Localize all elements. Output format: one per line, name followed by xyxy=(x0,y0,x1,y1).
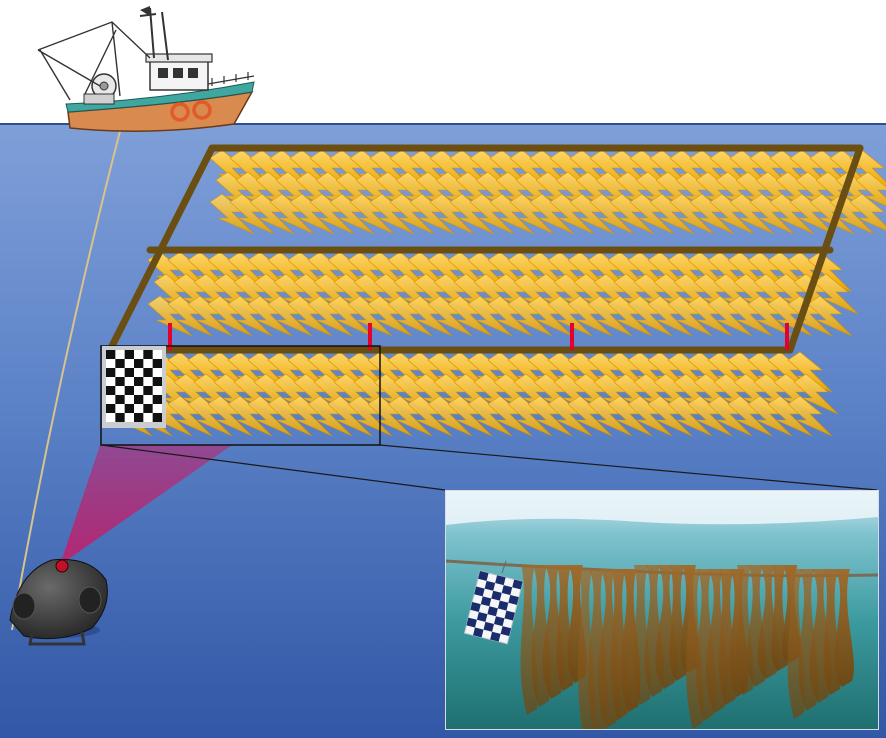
checkerboard-cell xyxy=(143,368,153,377)
photo-checkerboard-cell xyxy=(497,600,509,611)
checkerboard-cell xyxy=(143,386,153,395)
checkerboard-cell xyxy=(134,413,144,422)
kelp-row xyxy=(209,149,886,235)
checkerboard-cell xyxy=(124,404,134,413)
checkerboard-cell xyxy=(134,377,144,386)
photo-checkerboard-cell xyxy=(484,580,496,591)
photo-checkerboard-cell xyxy=(504,610,515,621)
frame-side-left xyxy=(106,144,216,354)
checkerboard-cell xyxy=(152,359,162,368)
callout-line xyxy=(379,444,878,491)
checkerboard-cell xyxy=(124,386,134,395)
vessel-boom-rigging xyxy=(37,21,151,101)
checkerboard-cell xyxy=(115,359,125,368)
photo-checkerboard-cell xyxy=(480,596,492,607)
rov-skid xyxy=(28,631,86,646)
photo-checkerboard-cell xyxy=(491,590,502,601)
callout-line xyxy=(100,444,446,491)
rov-body xyxy=(9,558,108,640)
rov-thruster-right xyxy=(78,586,102,614)
checkerboard-cell xyxy=(152,395,162,404)
vessel-cabin-roof xyxy=(145,53,213,63)
rov-thruster-left xyxy=(12,592,36,620)
vessel-life-ring xyxy=(170,102,190,122)
checkerboard-cell xyxy=(143,350,153,359)
photo-checkerboard-cell xyxy=(483,621,495,632)
checkerboard-cell xyxy=(106,350,116,359)
kelp-row xyxy=(147,251,859,337)
frame-side-right xyxy=(786,144,864,354)
seaweed-frond xyxy=(834,569,854,687)
photo-checkerboard-cell xyxy=(494,616,505,627)
checkerboard-cell xyxy=(152,413,162,422)
checkerboard-cell xyxy=(124,350,134,359)
underwater-photo xyxy=(446,491,878,729)
kelp-blade xyxy=(855,171,886,207)
seaweed-cluster xyxy=(578,569,641,729)
vessel-bow-rail xyxy=(207,72,255,86)
vessel-window xyxy=(188,68,198,78)
seaweed-cluster xyxy=(787,569,854,719)
checkerboard-cell xyxy=(124,368,134,377)
underwater-rov xyxy=(9,558,108,646)
inspection-region-box xyxy=(100,345,381,446)
photo-checkerboard-string xyxy=(501,560,507,574)
photo-checkerboard-cell xyxy=(501,585,513,596)
fishing-vessel xyxy=(37,6,255,132)
kelp-row xyxy=(107,351,839,437)
photo-checkerboard-cell xyxy=(512,579,523,590)
vessel-life-ring xyxy=(192,100,212,120)
checkerboard-cell xyxy=(134,395,144,404)
surface-glare xyxy=(446,491,878,525)
kelp-blade xyxy=(787,395,833,437)
vessel-winch-hub xyxy=(99,81,109,91)
vessel-mast xyxy=(139,7,169,61)
kelp-farm-frame xyxy=(106,144,864,354)
vessel-window xyxy=(158,68,168,78)
photo-checkerboard-cell xyxy=(508,595,519,605)
checkerboard-cell xyxy=(134,359,144,368)
photo-checkerboard-cell xyxy=(476,611,488,622)
checkerboard-cell xyxy=(143,404,153,413)
rov-camera-lens xyxy=(55,559,69,573)
vessel-deck-box xyxy=(83,93,115,105)
camera-field-of-view xyxy=(60,445,232,565)
checkerboard-cell xyxy=(115,395,125,404)
photo-checkerboard-cell xyxy=(478,571,489,581)
checkerboard-cell xyxy=(115,377,125,386)
underwater-photo-inset xyxy=(445,490,879,730)
seaweed-clusters xyxy=(520,565,854,729)
photo-checkerboard-cell xyxy=(470,602,481,612)
checkerboard-cell xyxy=(106,404,116,413)
checkerboard-cell xyxy=(152,377,162,386)
kelp-blade xyxy=(813,273,859,315)
kelp-blade xyxy=(849,193,886,231)
vessel-window xyxy=(173,68,183,78)
photo-checkerboard xyxy=(463,570,524,645)
photo-checkerboard-cell xyxy=(495,575,506,586)
photo-checkerboard-cell xyxy=(490,631,501,642)
checkerboard-cell xyxy=(106,386,116,395)
checkerboard-cell xyxy=(106,368,116,377)
vessel-flag xyxy=(140,6,150,16)
checkerboard-cell xyxy=(115,413,125,422)
kelp-blade xyxy=(807,295,853,337)
photo-checkerboard-cell xyxy=(473,627,484,638)
photo-checkerboard-cell xyxy=(487,606,498,617)
calibration-checkerboard xyxy=(102,346,166,428)
photo-checkerboard-cell xyxy=(500,626,512,636)
kelp-blade xyxy=(793,373,839,415)
photo-checkerboard-cell xyxy=(466,617,477,628)
photo-checkerboard-cell xyxy=(474,586,485,597)
kelp-rows xyxy=(107,149,886,437)
rov-tether xyxy=(11,111,126,631)
